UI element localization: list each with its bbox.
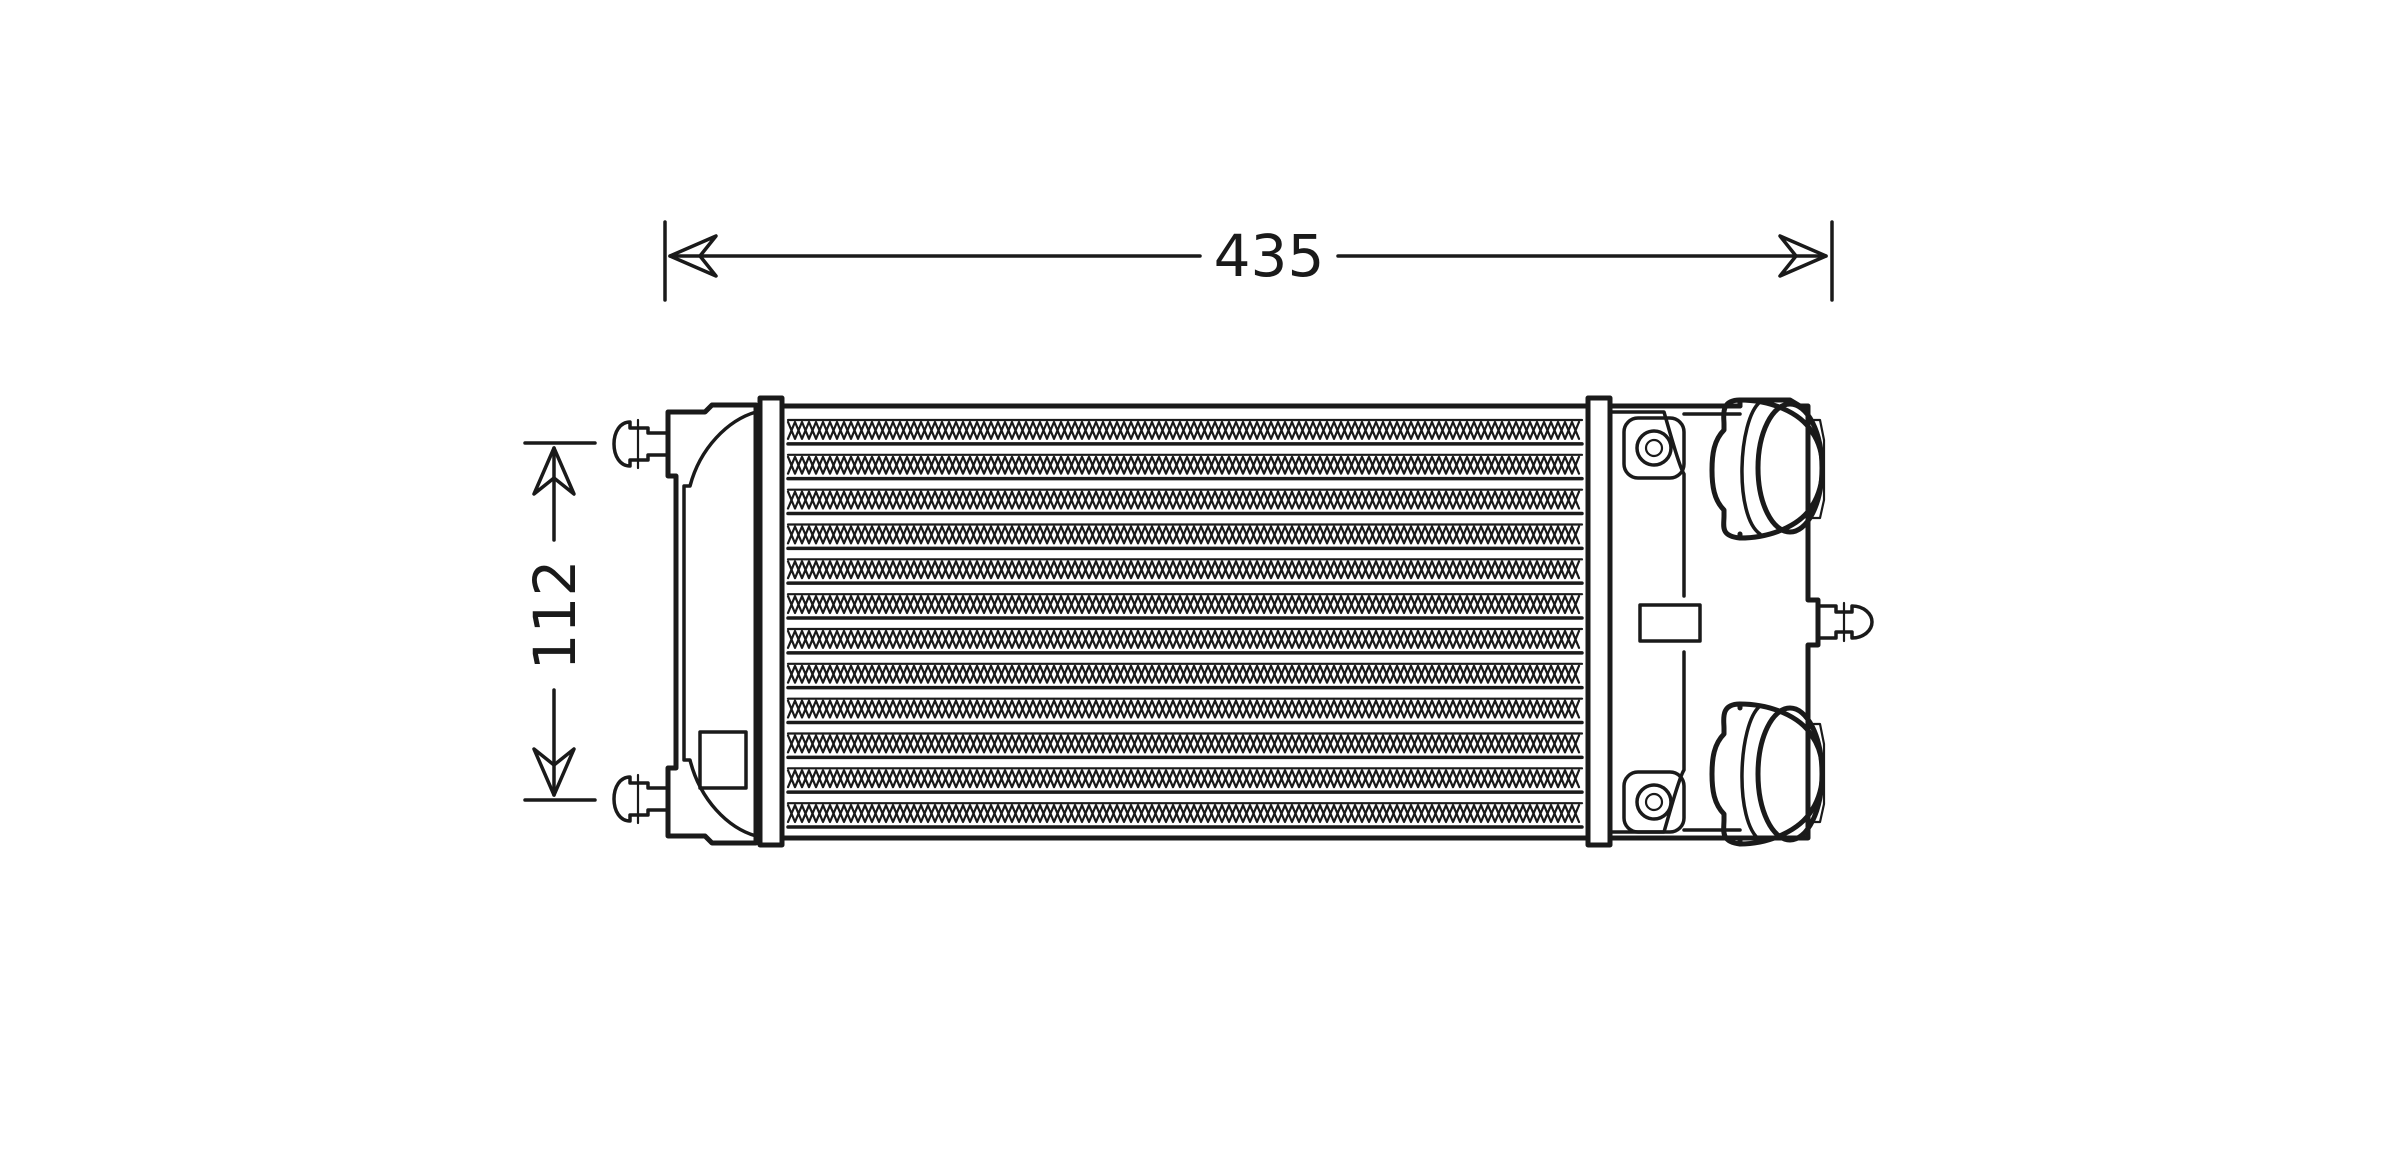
fin-zigzag-offset: [786, 664, 1581, 684]
fin-zigzag-offset: [786, 699, 1581, 719]
radiator-core: [779, 403, 1591, 841]
fin-zigzag-offset: [786, 455, 1581, 475]
width-arrow-left: [668, 234, 718, 278]
fin-zigzag-offset: [786, 420, 1581, 440]
right-tank-label-plate: [1638, 603, 1702, 643]
fin-zigzag-offset: [786, 595, 1581, 615]
fin-zigzag-offset: [786, 769, 1581, 789]
fin-zigzag-offset: [786, 560, 1581, 580]
height-dimension-label: 112: [521, 560, 589, 671]
width-dimension: 435: [663, 220, 1834, 302]
lower-bolt-boss: [1622, 770, 1686, 834]
fin-zigzag-offset: [786, 490, 1581, 510]
right-end-tank: [1607, 397, 1874, 847]
left-end-tank: [612, 402, 759, 846]
height-dimension: 112: [521, 441, 597, 802]
left-tank-outline: [665, 402, 759, 846]
upper-hose-outlet: [1709, 397, 1826, 541]
fin-rows: [786, 418, 1584, 829]
upper-bolt-boss: [1622, 416, 1686, 480]
left-tank-label-plate: [698, 730, 748, 790]
left-tank-inner-curve: [682, 410, 758, 838]
fin-zigzag-offset: [786, 629, 1581, 649]
fin-zigzag-offset: [786, 734, 1581, 754]
right-side-mounting-pin: [1816, 601, 1874, 643]
height-arrow-bottom: [532, 747, 576, 797]
lower-hose-outlet: [1709, 701, 1826, 847]
left-side-plate: [757, 395, 785, 848]
height-arrow-top: [532, 446, 576, 496]
fin-zigzag-offset: [786, 525, 1581, 545]
width-dimension-label: 435: [1214, 222, 1325, 290]
width-arrow-right: [1778, 234, 1828, 278]
left-bottom-mounting-pin: [612, 773, 670, 825]
right-tank-upper-edge: [1608, 410, 1686, 598]
left-top-mounting-pin: [612, 418, 670, 470]
fin-zigzag-offset: [786, 804, 1581, 824]
right-side-plate: [1585, 395, 1613, 848]
